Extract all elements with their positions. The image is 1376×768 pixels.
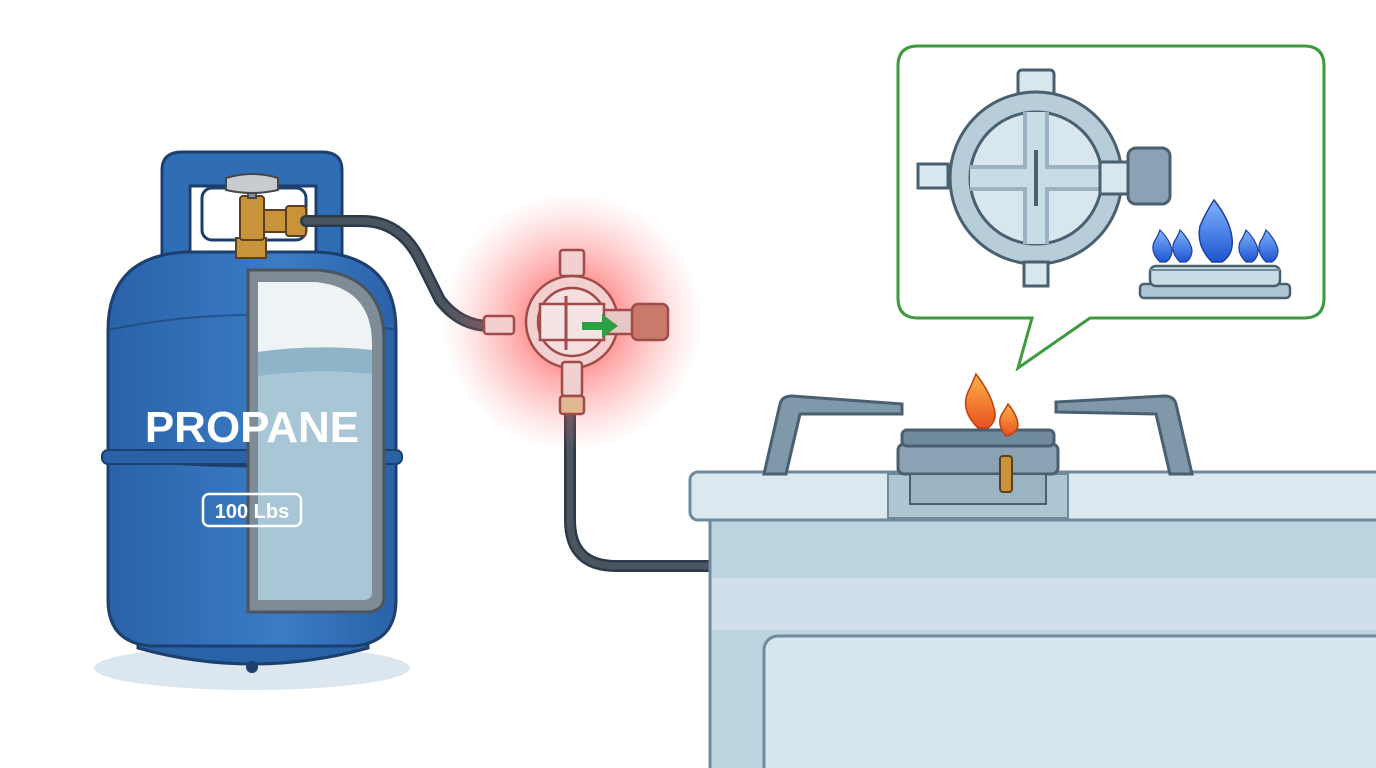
oven-door: [762, 634, 1376, 768]
regulator-detail-icon: [916, 68, 1172, 288]
valve-icon: [225, 173, 307, 259]
capacity-badge: [201, 492, 303, 528]
grate-right: [1054, 394, 1194, 476]
burner-body: [909, 473, 1047, 505]
detail-callout: [896, 44, 1326, 372]
tank-label: PROPANE: [145, 403, 359, 452]
igniter: [999, 455, 1013, 493]
propane-tank: PROPANE 100 Lbs: [94, 150, 410, 690]
stove-panel-band: [712, 578, 1376, 630]
grate-left: [762, 394, 904, 476]
tank-base-hole: [246, 661, 258, 673]
regulator-icon: [482, 248, 670, 416]
liquid-propane: [258, 347, 372, 600]
capacity-label: 100 Lbs: [215, 501, 289, 523]
burner-base: [896, 442, 1060, 476]
regulator: [442, 192, 702, 452]
liquid-surface: [258, 347, 372, 376]
flow-arrow-icon: [582, 314, 618, 338]
burner-flame-icon: [964, 372, 1019, 437]
stove: [688, 372, 1376, 768]
burner-cap: [900, 428, 1056, 448]
burner-detail-icon: [1138, 198, 1292, 300]
